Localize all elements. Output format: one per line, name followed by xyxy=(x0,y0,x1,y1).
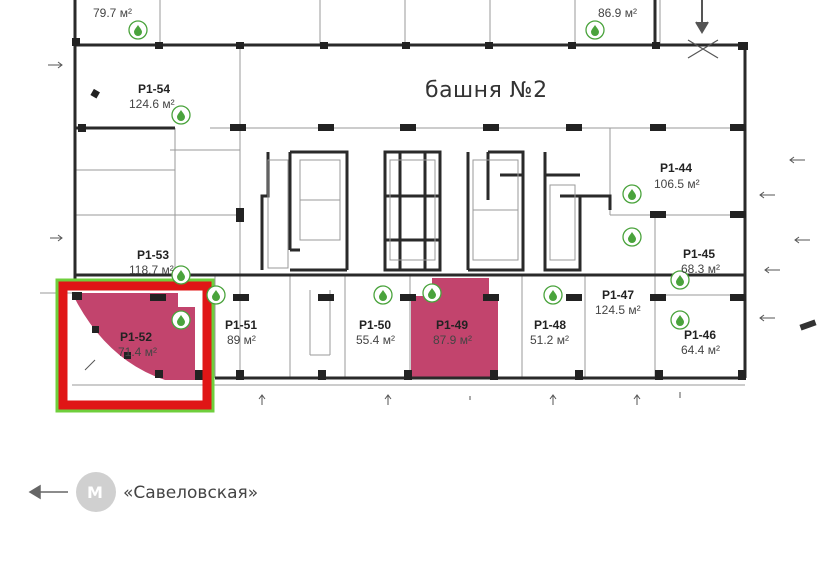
drop-icon xyxy=(206,285,226,305)
unit-p1-49-fill[interactable] xyxy=(411,278,498,377)
drop-icon xyxy=(171,310,191,330)
unit-area: 87.9 м² xyxy=(433,333,472,347)
building-core xyxy=(260,150,612,272)
core-thin-lines xyxy=(267,159,576,269)
columns xyxy=(72,38,748,380)
unit-area: 106.5 м² xyxy=(654,177,700,191)
arrow-left-icon xyxy=(28,484,68,500)
unit-title: P1-45 xyxy=(683,247,715,261)
unit-area: 124.5 м² xyxy=(595,303,641,317)
unit-area: 86.9 м² xyxy=(598,6,637,20)
drop-icon xyxy=(585,20,605,40)
unit-title: P1-50 xyxy=(359,318,391,332)
unit-label-p1-50[interactable]: P1-50 55.4 м² xyxy=(356,318,395,347)
unit-area: 68.3 м² xyxy=(681,262,720,276)
unit-area: 64.4 м² xyxy=(681,343,720,357)
unit-area: 89 м² xyxy=(227,333,256,347)
unit-title: P1-48 xyxy=(534,318,566,332)
metro-station-name: «Савеловская» xyxy=(123,483,258,503)
unit-area: 79.7 м² xyxy=(93,6,132,20)
drop-icon xyxy=(422,283,442,303)
unit-title: P1-51 xyxy=(225,318,257,332)
drop-icon xyxy=(670,270,690,290)
selected-unit-highlight xyxy=(55,278,215,413)
metro-letter: М xyxy=(87,483,103,502)
drop-icon xyxy=(543,285,563,305)
unit-label-p1-51[interactable]: P1-51 89 м² xyxy=(225,318,257,347)
unit-label-top-right[interactable]: 86.9 м² xyxy=(598,6,637,20)
drop-icon xyxy=(171,105,191,125)
unit-label-top-left[interactable]: 79.7 м² xyxy=(93,6,132,20)
unit-label-p1-49[interactable]: P1-49 87.9 м² xyxy=(433,318,472,347)
tower-label: башня №2 xyxy=(425,78,548,103)
interior-lines xyxy=(40,0,745,386)
drop-icons xyxy=(128,20,690,330)
unit-title: P1-44 xyxy=(660,161,692,175)
unit-label-p1-54[interactable]: P1-54 124.6 м² xyxy=(129,82,175,111)
unit-title: P1-54 xyxy=(138,82,170,96)
unit-area: 118.7 м² xyxy=(129,263,174,277)
unit-area: 55.4 м² xyxy=(356,333,395,347)
unit-title: P1-46 xyxy=(684,328,716,342)
metro-icon xyxy=(76,472,116,512)
edge-arrows xyxy=(48,61,810,405)
drop-icon xyxy=(670,310,690,330)
unit-area: 124.6 м² xyxy=(129,97,175,111)
unit-title: P1-52 xyxy=(120,330,152,344)
drop-icon xyxy=(171,265,191,285)
unit-label-p1-47[interactable]: P1-47 124.5 м² xyxy=(595,288,641,317)
unit-title: P1-49 xyxy=(436,318,468,332)
unit-p1-52-fill[interactable] xyxy=(72,293,195,380)
drop-icon xyxy=(373,285,393,305)
unit-area: 71.4 м² xyxy=(118,345,157,359)
entrance-arrow-icon xyxy=(687,0,719,59)
unit-title: P1-47 xyxy=(602,288,634,302)
unit-label-p1-45[interactable]: P1-45 68.3 м² xyxy=(681,247,720,276)
unit-label-p1-53[interactable]: P1-53 118.7 м² xyxy=(129,248,174,277)
selected-unit-border xyxy=(58,281,212,410)
unit-label-p1-46[interactable]: P1-46 64.4 м² xyxy=(681,328,720,357)
drop-icon xyxy=(622,227,642,247)
drop-icon xyxy=(622,184,642,204)
drop-icon xyxy=(128,20,148,40)
unit-label-p1-44[interactable]: P1-44 106.5 м² xyxy=(654,161,700,191)
unit-area: 51.2 м² xyxy=(530,333,569,347)
unit-label-p1-52[interactable]: P1-52 71.4 м² xyxy=(118,330,157,359)
unit-title: P1-53 xyxy=(137,248,169,262)
metro-legend: М «Савеловская» xyxy=(28,472,258,512)
edge-marker xyxy=(799,319,817,331)
unit-label-p1-48[interactable]: P1-48 51.2 м² xyxy=(530,318,569,347)
